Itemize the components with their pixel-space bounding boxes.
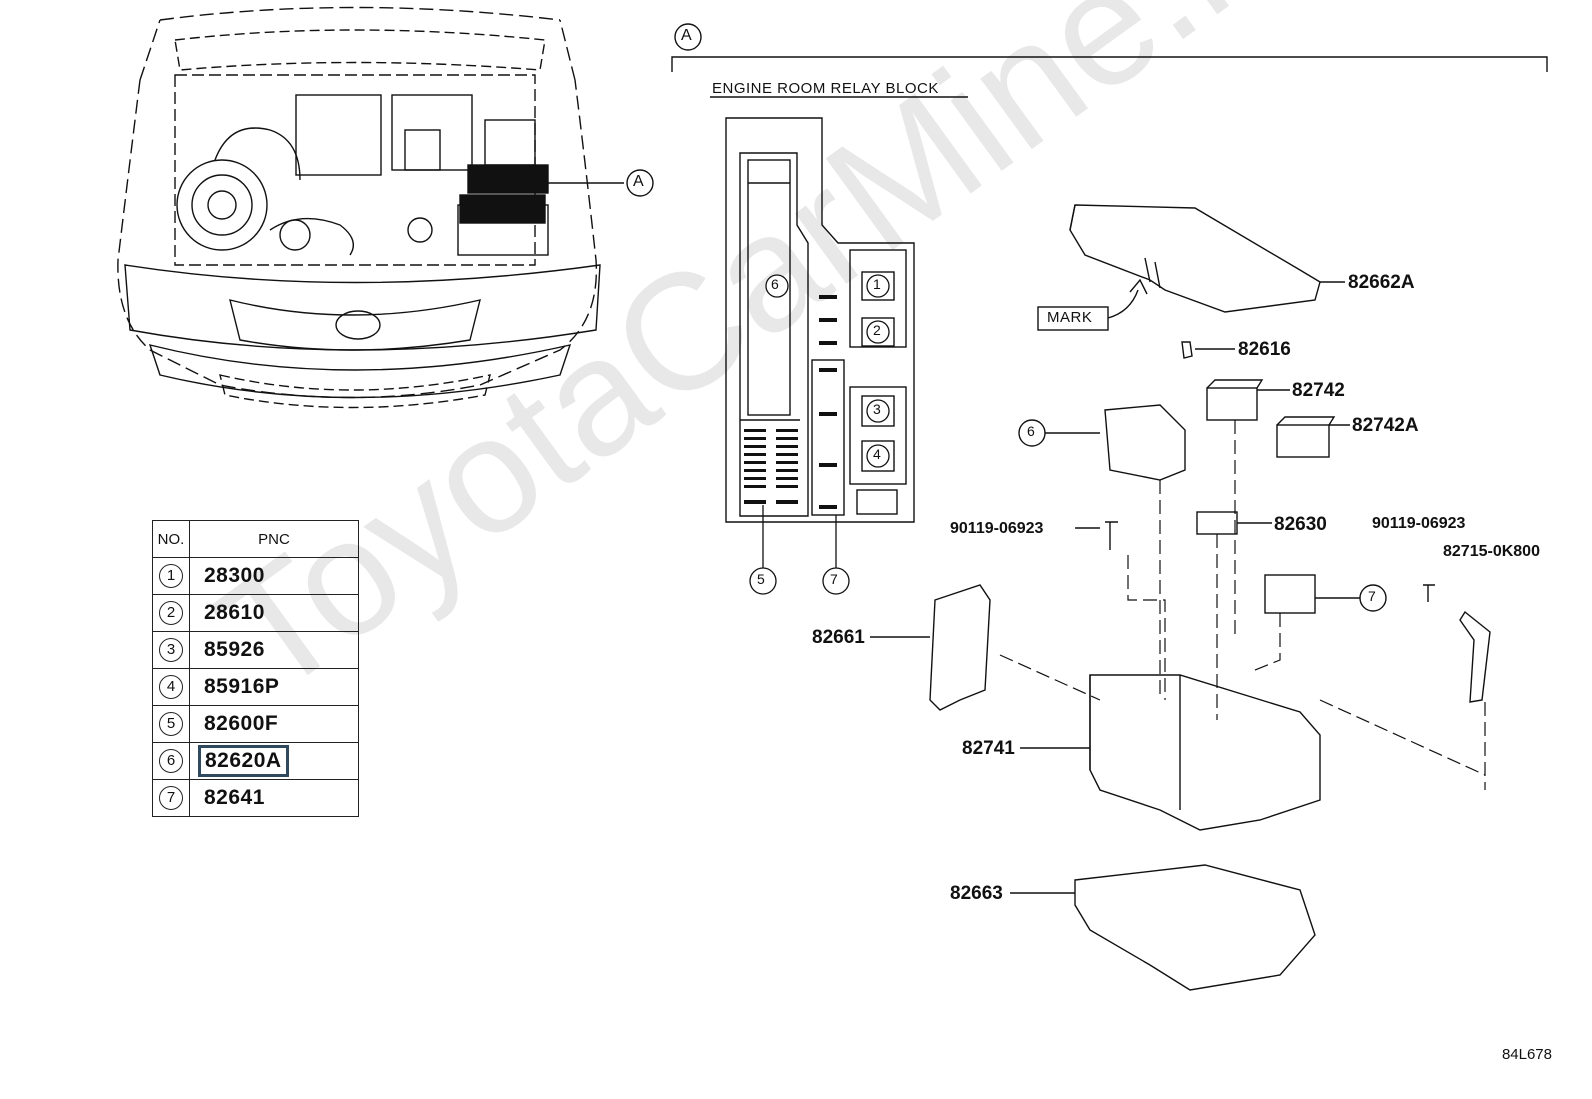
table-header-row: NO. PNC xyxy=(152,520,359,558)
row-number-circle: 7 xyxy=(159,786,183,810)
part-82661[interactable]: 82661 xyxy=(812,627,865,648)
callout-7: 7 xyxy=(1368,588,1377,604)
row-pnc[interactable]: 85926 xyxy=(189,631,359,669)
pnc-value[interactable]: 82600F xyxy=(204,712,279,735)
pnc-value[interactable]: 28300 xyxy=(204,564,265,587)
pnc-value[interactable]: 28610 xyxy=(204,601,265,624)
row-number: 7 xyxy=(152,779,190,817)
row-number-circle: 6 xyxy=(159,749,183,773)
row-pnc[interactable]: 28610 xyxy=(189,594,359,632)
part-82663[interactable]: 82663 xyxy=(950,883,1003,904)
drawing-code: 84L678 xyxy=(1501,1046,1552,1063)
pnc-value[interactable]: 85926 xyxy=(204,638,265,661)
row-number: 5 xyxy=(152,705,190,743)
table-row[interactable]: 1 28300 xyxy=(152,557,359,595)
row-number-circle: 5 xyxy=(159,712,183,736)
layout-callout-4: 4 xyxy=(873,446,882,462)
row-number: 2 xyxy=(152,594,190,632)
table-row[interactable]: 5 82600F xyxy=(152,705,359,743)
pnc-table: NO. PNC 1 28300 2 28610 3 85926 4 85916P 5 82600F… xyxy=(152,520,359,817)
row-pnc[interactable]: 28300 xyxy=(189,557,359,595)
layout-callout-6: 6 xyxy=(771,276,780,292)
part-90119-06923-left[interactable]: 90119-06923 xyxy=(950,520,1044,537)
row-number-circle: 3 xyxy=(159,638,183,662)
row-pnc[interactable]: 82620A xyxy=(189,742,359,780)
row-number-circle: 2 xyxy=(159,601,183,625)
table-row[interactable]: 3 85926 xyxy=(152,631,359,669)
layout-callout-1: 1 xyxy=(873,276,882,292)
table-row[interactable]: 2 28610 xyxy=(152,594,359,632)
part-82630[interactable]: 82630 xyxy=(1274,514,1327,535)
part-82742[interactable]: 82742 xyxy=(1292,380,1345,401)
layout-callout-7: 7 xyxy=(830,571,839,587)
pnc-value[interactable]: 82620A xyxy=(198,745,289,777)
part-82741[interactable]: 82741 xyxy=(962,738,1015,759)
table-row[interactable]: 4 85916P xyxy=(152,668,359,706)
row-pnc[interactable]: 85916P xyxy=(189,668,359,706)
header-pnc: PNC xyxy=(189,520,359,558)
table-row[interactable]: 7 82641 xyxy=(152,779,359,817)
row-number: 6 xyxy=(152,742,190,780)
pnc-value[interactable]: 85916P xyxy=(204,675,280,698)
part-90119-06923-right[interactable]: 90119-06923 xyxy=(1372,515,1466,532)
section-marker: A xyxy=(681,27,693,44)
part-82742A[interactable]: 82742A xyxy=(1352,415,1419,436)
row-number-circle: 1 xyxy=(159,564,183,588)
mark-label: MARK xyxy=(1047,309,1093,326)
part-82616[interactable]: 82616 xyxy=(1238,339,1291,360)
row-number: 4 xyxy=(152,668,190,706)
layout-callout-3: 3 xyxy=(873,401,882,417)
row-pnc[interactable]: 82600F xyxy=(189,705,359,743)
pnc-value[interactable]: 82641 xyxy=(204,786,265,809)
row-number: 1 xyxy=(152,557,190,595)
part-82715-0K800[interactable]: 82715-0K800 xyxy=(1443,543,1540,560)
locator-marker: A xyxy=(633,173,645,190)
callout-6: 6 xyxy=(1027,423,1036,439)
row-number: 3 xyxy=(152,631,190,669)
block-title: ENGINE ROOM RELAY BLOCK xyxy=(712,80,939,97)
row-pnc[interactable]: 82641 xyxy=(189,779,359,817)
part-82662A[interactable]: 82662A xyxy=(1348,272,1415,293)
row-number-circle: 4 xyxy=(159,675,183,699)
table-row[interactable]: 6 82620A xyxy=(152,742,359,780)
layout-callout-2: 2 xyxy=(873,322,882,338)
layout-callout-5: 5 xyxy=(757,571,766,587)
header-no: NO. xyxy=(152,520,190,558)
